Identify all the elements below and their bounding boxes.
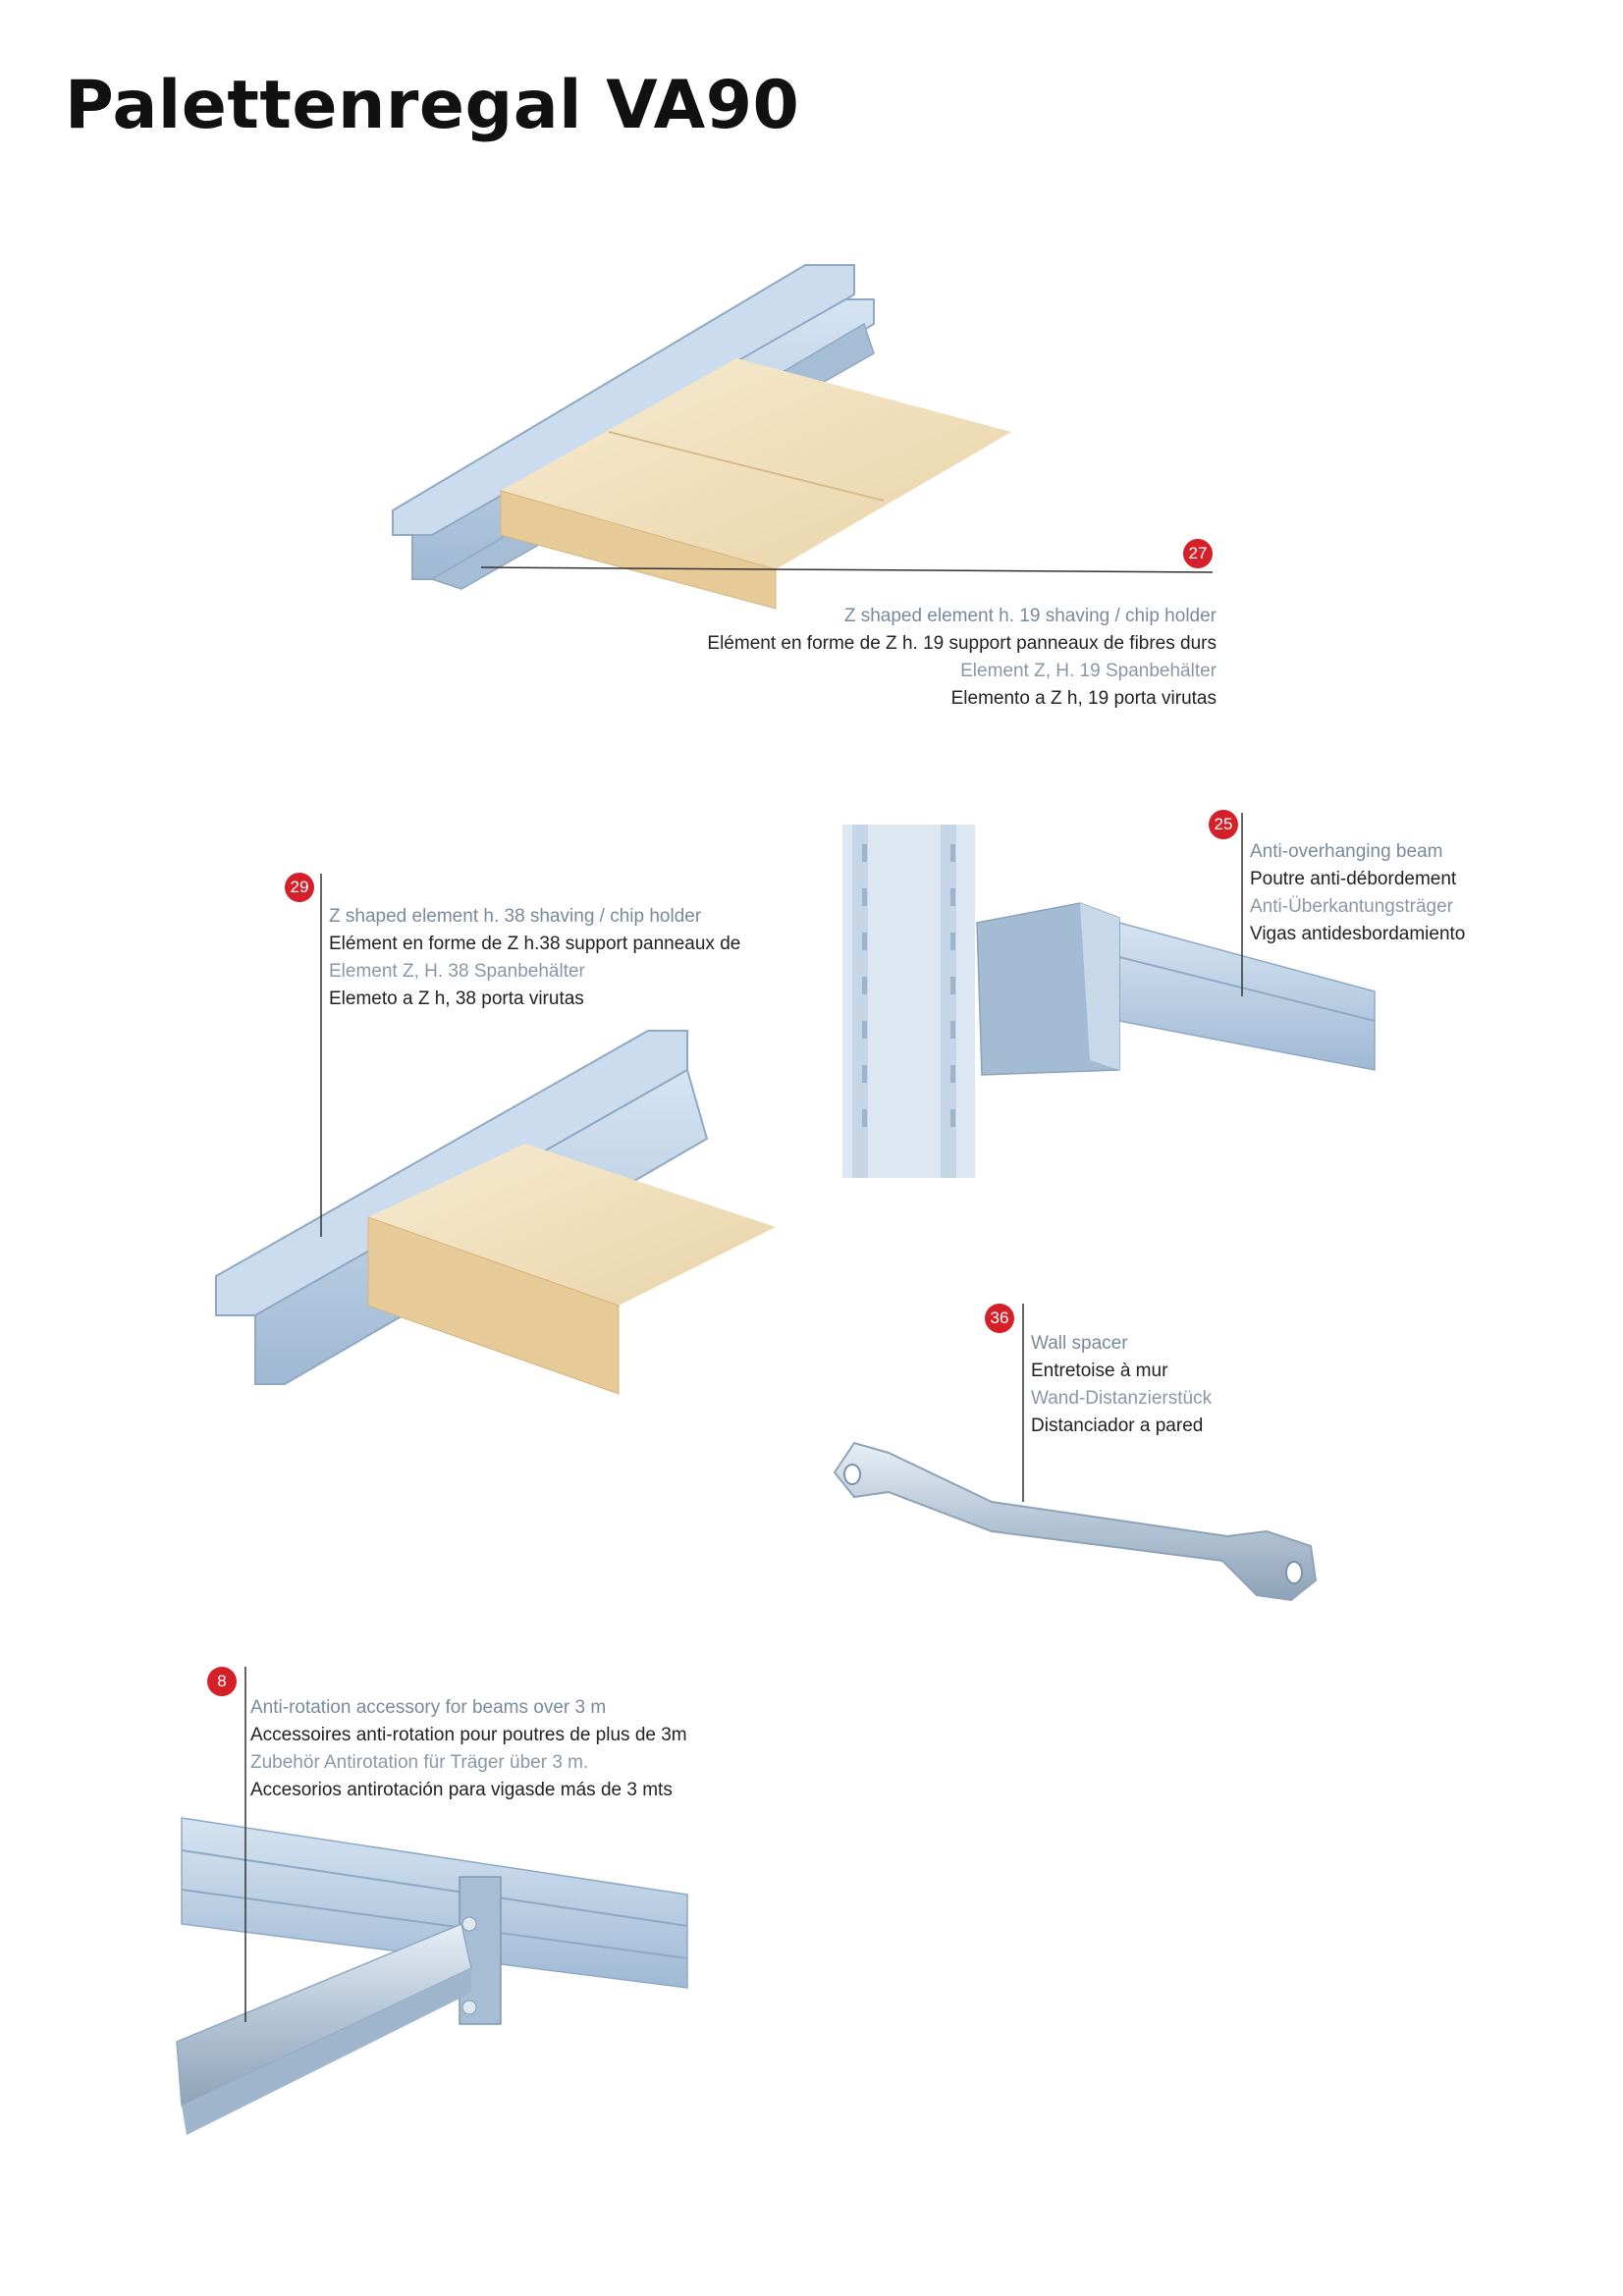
item-36-caption: Wall spacer Entretoise à mur Wand-Distan…	[1031, 1330, 1212, 1440]
item-29-fr: Elément en forme de Z h.38 support panne…	[329, 934, 741, 954]
item-25-caption: Anti-overhanging beam Poutre anti-débord…	[1250, 838, 1465, 948]
item-27-fr: Elément en forme de Z h. 19 support pann…	[707, 633, 1217, 654]
item-8-de: Zubehör Antirotation für Träger über 3 m…	[250, 1752, 589, 1773]
item-27-caption: Z shaped element h. 19 shaving / chip ho…	[707, 603, 1217, 713]
item-29-caption: Z shaped element h. 38 shaving / chip ho…	[329, 903, 740, 1013]
item-29-badge: 29	[285, 873, 314, 902]
item-25-en: Anti-overhanging beam	[1250, 841, 1443, 862]
item-8-badge: 8	[207, 1667, 237, 1696]
item-29-en: Z shaped element h. 38 shaving / chip ho…	[329, 906, 702, 927]
item-25-fr: Poutre anti-débordement	[1250, 869, 1457, 889]
anti-rotation-accessory-illustration	[176, 1667, 688, 2135]
item-25-badge: 25	[1209, 810, 1238, 839]
z-element-38-illustration	[215, 874, 776, 1395]
item-36-badge: 36	[985, 1304, 1014, 1333]
anti-overhanging-beam-illustration	[842, 813, 1376, 1178]
item-36-en: Wall spacer	[1031, 1333, 1128, 1354]
item-29-es: Elemeto a Z h, 38 porta virutas	[329, 988, 584, 1009]
item-8-fr: Accessoires anti-rotation pour poutres d…	[250, 1725, 687, 1745]
item-36-fr: Entretoise à mur	[1031, 1361, 1168, 1381]
item-27-de: Element Z, H. 19 Spanbehälter	[960, 661, 1217, 681]
page-title: Palettenregal VA90	[65, 67, 800, 144]
item-25-es: Vigas antidesbordamiento	[1250, 924, 1466, 944]
item-8-en: Anti-rotation accessory for beams over 3…	[250, 1697, 607, 1718]
item-27-badge: 27	[1183, 539, 1213, 568]
item-29-de: Element Z, H. 38 Spanbehälter	[329, 961, 585, 982]
item-25-de: Anti-Überkantungsträger	[1250, 896, 1453, 917]
item-36-es: Distanciador a pared	[1031, 1415, 1204, 1436]
item-36-de: Wand-Distanzierstück	[1031, 1388, 1213, 1409]
z-element-19-illustration	[392, 264, 1214, 610]
item-27-en: Z shaped element h. 19 shaving / chip ho…	[843, 606, 1217, 626]
item-8-es: Accesorios antirotación para vigasde más…	[250, 1780, 673, 1800]
item-27-es: Elemento a Z h, 19 porta virutas	[950, 688, 1217, 709]
wall-spacer-illustration	[833, 1304, 1318, 1602]
item-8-caption: Anti-rotation accessory for beams over 3…	[250, 1694, 687, 1804]
